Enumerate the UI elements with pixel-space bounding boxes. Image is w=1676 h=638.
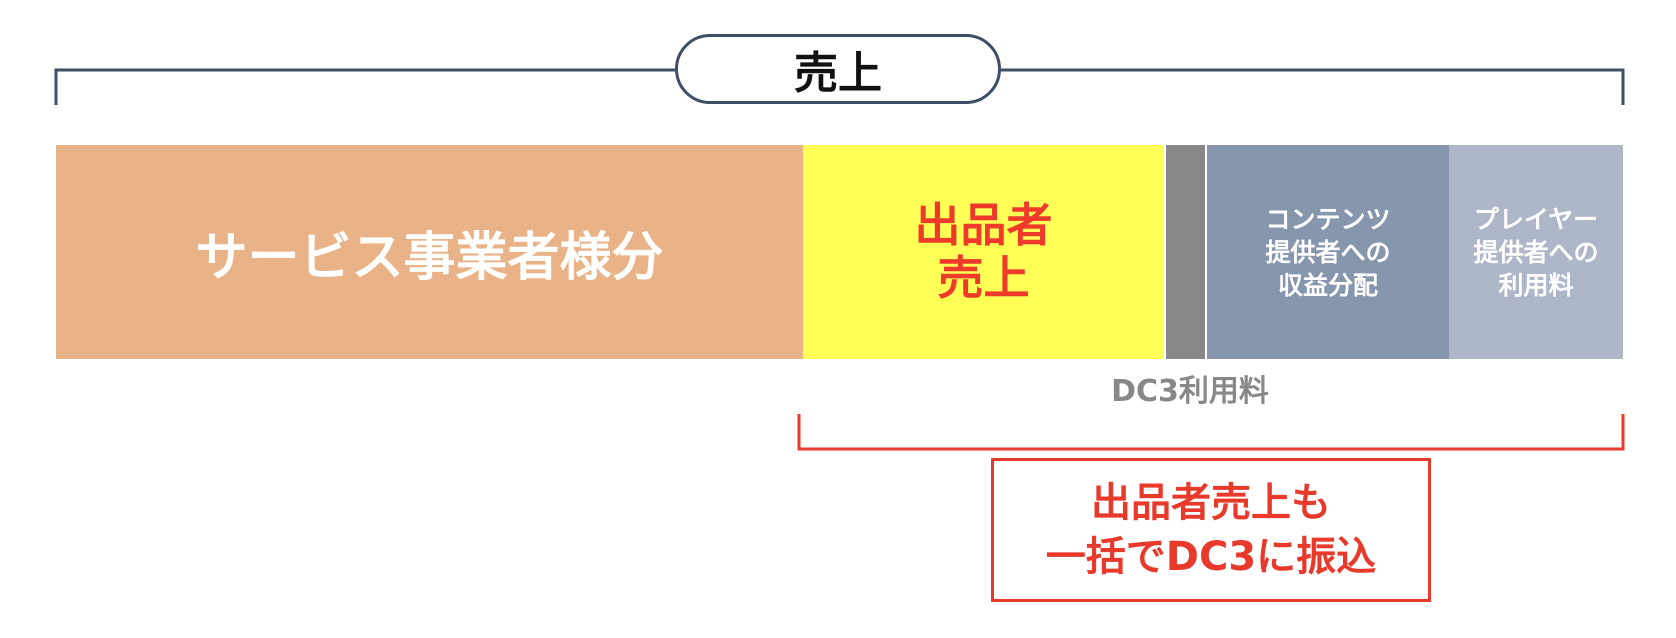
- segment-content-revenue-share: コンテンツ 提供者への 収益分配: [1207, 145, 1449, 359]
- seller-bracket-line: [797, 414, 1625, 451]
- segment-seller-sales: 出品者 売上: [803, 145, 1164, 359]
- segment-service-provider: サービス事業者様分: [56, 145, 803, 359]
- segment-player-fee: プレイヤー 提供者への 利用料: [1449, 145, 1623, 359]
- segment-dc3-fee: [1164, 145, 1207, 359]
- sales-title: 売上: [675, 34, 1001, 104]
- dc3-fee-label: DC3利用料: [1111, 374, 1269, 409]
- transfer-note: 出品者売上も 一括でDC3に振込: [991, 458, 1431, 602]
